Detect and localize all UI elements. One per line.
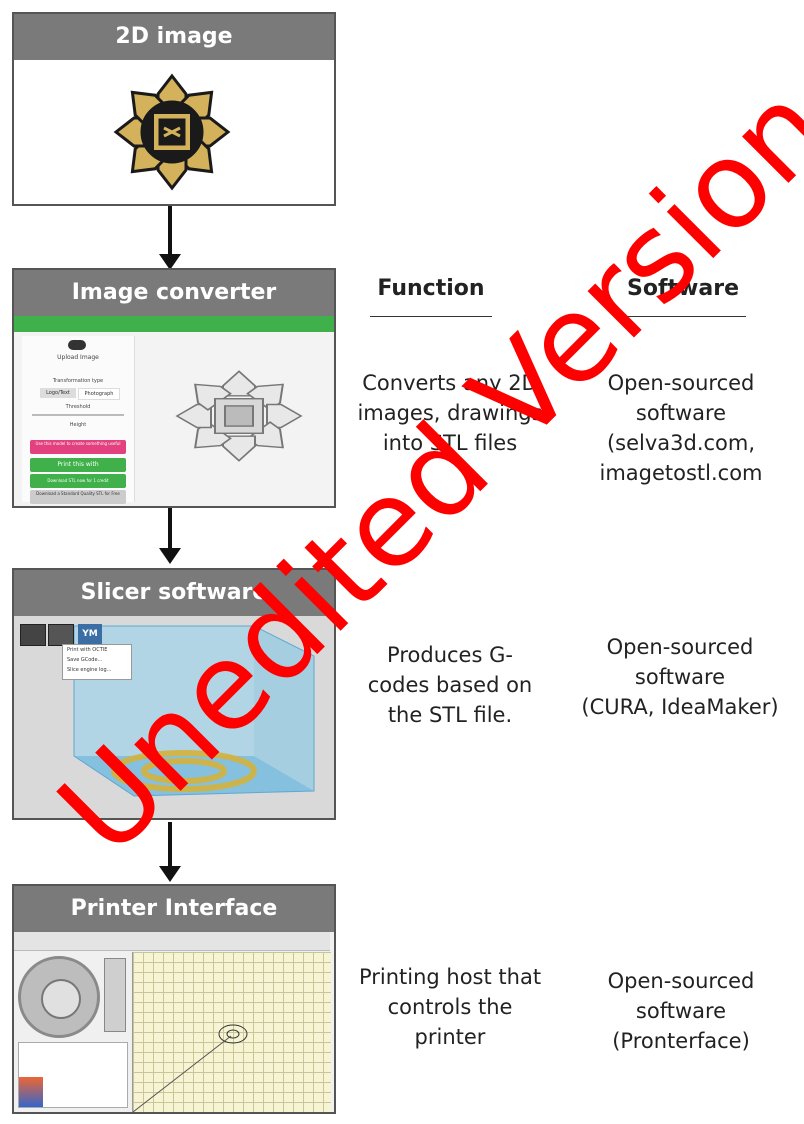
stage-image-converter: Image converter Upload Image Transformat… xyxy=(12,268,336,508)
function-text: Converts any 2D images, drawings into ST… xyxy=(357,371,543,455)
use-model-button[interactable]: Use this model to create something usefu… xyxy=(30,440,126,454)
transformation-label: Transformation type xyxy=(52,378,104,384)
download-free-button[interactable]: Download a Standard Quality STL for Free xyxy=(30,490,126,504)
print-icon[interactable] xyxy=(48,624,74,646)
function-column-header: Function xyxy=(377,276,485,301)
menu-item[interactable]: Save GCode... xyxy=(67,657,103,663)
toolpath-icon xyxy=(133,1024,248,1112)
stage-title: Printer Interface xyxy=(14,886,334,932)
flow-arrow-2 xyxy=(159,508,181,564)
stage-title: Slicer software xyxy=(14,570,334,616)
download-stl-button[interactable]: Download STL now for 1 credit xyxy=(30,474,126,488)
software-column-header: Software xyxy=(627,276,739,301)
z-control[interactable] xyxy=(104,958,126,1032)
stage-title: Image converter xyxy=(14,270,334,316)
photo-tab[interactable]: Photograph xyxy=(78,388,120,400)
print-bed-grid xyxy=(132,952,331,1112)
threshold-label: Threshold xyxy=(65,404,91,410)
function-text: Produces G- codes based on the STL file. xyxy=(367,643,533,727)
context-menu: Print with OCTIE Save GCode... Slice eng… xyxy=(62,644,132,680)
temperature-graph xyxy=(18,1042,128,1108)
stage-2d-image: 2D image xyxy=(12,12,336,206)
jog-inner[interactable] xyxy=(41,979,81,1019)
stl-model-icon xyxy=(175,370,303,462)
converter-topbar xyxy=(14,316,334,332)
load-icon[interactable] xyxy=(20,624,46,646)
height-label: Height xyxy=(69,422,87,428)
software-text: Open-sourced software (Pronterface) xyxy=(607,969,755,1053)
upload-cloud-icon xyxy=(68,340,86,350)
flow-arrow-3 xyxy=(159,822,181,882)
jog-control[interactable] xyxy=(18,956,100,1038)
logo-tab[interactable]: Logo/Text xyxy=(40,388,76,398)
software-text: Open-sourced software (selva3d.com, imag… xyxy=(599,371,763,485)
toolbar xyxy=(14,932,330,951)
function-text: Printing host that controls the printer xyxy=(358,965,542,1049)
stage-title: 2D image xyxy=(14,14,334,60)
stage-slicer: Slicer software YM Print with OCTIE Save… xyxy=(12,568,336,820)
logo-image xyxy=(14,60,334,204)
threshold-slider[interactable] xyxy=(32,414,124,416)
printer-screenshot xyxy=(14,932,334,1112)
flow-arrow-1 xyxy=(159,206,181,270)
menu-item[interactable]: Slice engine log... xyxy=(67,667,112,673)
converter-screenshot: Upload Image Transformation type Logo/Te… xyxy=(14,316,334,506)
function-header-rule xyxy=(370,316,492,317)
mandala-logo-icon xyxy=(113,73,231,191)
software-text: Open-sourced software (CURA, IdeaMaker) xyxy=(581,635,779,719)
print-button[interactable]: Print this with xyxy=(30,458,126,472)
slicer-screenshot: YM Print with OCTIE Save GCode... Slice … xyxy=(14,616,334,818)
stage-printer-interface: Printer Interface xyxy=(12,884,336,1114)
converter-panel: Upload Image Transformation type Logo/Te… xyxy=(22,336,135,504)
upload-label[interactable]: Upload Image xyxy=(57,354,99,361)
menu-item[interactable]: Print with OCTIE xyxy=(67,647,108,653)
software-header-rule xyxy=(624,316,746,317)
ym-logo-icon[interactable]: YM xyxy=(78,624,102,644)
